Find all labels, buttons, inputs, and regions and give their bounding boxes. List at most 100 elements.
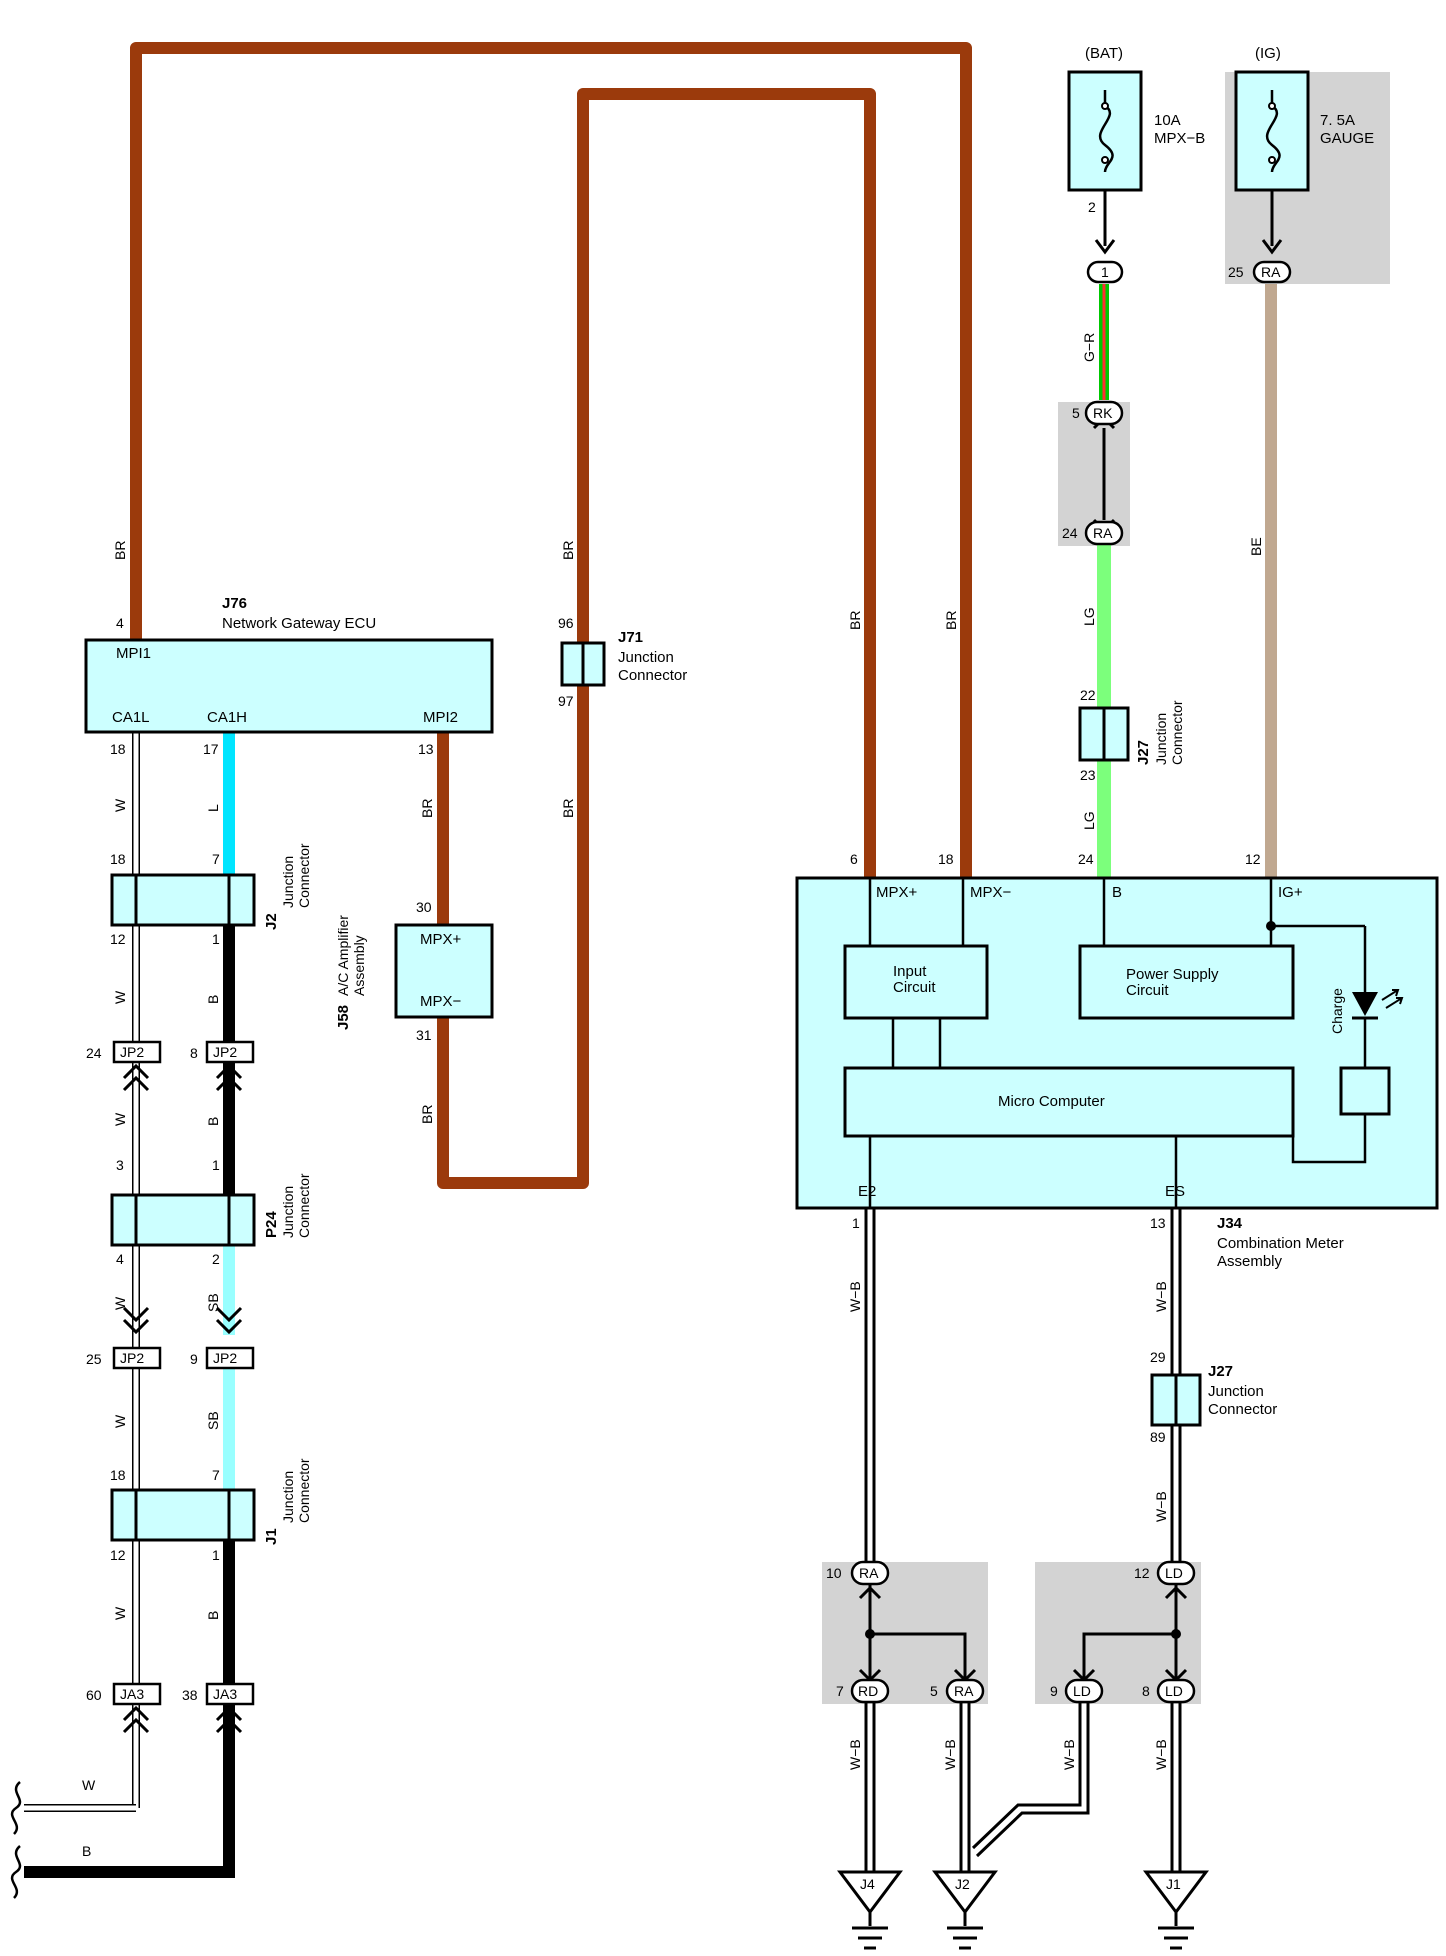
wc-wb-3: W−B (1153, 1491, 1169, 1522)
j76-id: J76 (222, 595, 247, 612)
wc-wb-4: W−B (847, 1739, 863, 1770)
j27b-id: J27 (1208, 1363, 1233, 1380)
j58-ac-amplifier (394, 923, 494, 1019)
wc-b-3: B (205, 1611, 221, 1620)
j34-input-label-1: Input (893, 963, 927, 980)
pin-7-j2: 7 (212, 851, 220, 867)
j71-name2: Connector (618, 667, 687, 684)
wc-l: L (205, 804, 221, 812)
j34-power-label-2: Circuit (1126, 982, 1169, 999)
ground-j2-label: J2 (955, 1876, 970, 1892)
j34-pin-mpxm: MPX− (970, 884, 1012, 901)
pin-24-ra: 24 (1062, 525, 1078, 541)
conn-jp2-a: JP2 (120, 1044, 144, 1060)
bat-fuse-amp: 10A (1154, 112, 1181, 129)
pin-12-j34: 12 (1245, 851, 1261, 867)
p24-name1: Junction (280, 1186, 296, 1238)
conn-ld-2: LD (1073, 1683, 1091, 1699)
bat-fuse-name: MPX−B (1154, 130, 1205, 147)
pin-13-es: 13 (1150, 1215, 1166, 1231)
wc-br-2: BR (560, 541, 576, 560)
j58-pin-mpxm: MPX− (420, 993, 462, 1010)
conn-jp2-d: JP2 (213, 1350, 237, 1366)
pin-10: 10 (826, 1565, 842, 1581)
pin-25-ra: 25 (1228, 264, 1244, 280)
ig-fuse-amp: 7. 5A (1320, 112, 1355, 129)
ground-j2-icon (932, 1870, 998, 1950)
pin-9-ld: 9 (1050, 1683, 1058, 1699)
wc-lg-1: LG (1081, 607, 1097, 626)
j76-pin-mpi1: MPI1 (116, 645, 151, 662)
pin-96: 96 (558, 615, 574, 631)
conn-jp2-c: JP2 (120, 1350, 144, 1366)
wc-lg-2: LG (1081, 811, 1097, 830)
j76-network-gateway-ecu (84, 638, 494, 734)
pin-8-ld: 8 (1142, 1683, 1150, 1699)
j71-name1: Junction (618, 649, 674, 666)
pin-1-e2: 1 (852, 1215, 860, 1231)
pin-97: 97 (558, 693, 574, 709)
bat-source-label: (BAT) (1085, 45, 1123, 62)
wc-br-6: BR (847, 611, 863, 630)
pin-4: 4 (116, 615, 124, 631)
wc-be: BE (1248, 537, 1264, 556)
conn-ra-1: RA (1093, 525, 1113, 541)
connector-pills: 1 RA RK RA JP2 JP2 JP2 JP2 JA3 JA3 RA RD… (112, 260, 1292, 1706)
wc-w-5: W (112, 1414, 128, 1428)
j2-name1: Junction (280, 856, 296, 908)
pin-7-j1: 7 (212, 1467, 220, 1483)
j27a-name2: Connector (1169, 700, 1185, 765)
j76-pin-ca1l: CA1L (112, 709, 150, 726)
pin-18-ca1l: 18 (110, 741, 126, 757)
bat-fuse (1067, 70, 1143, 255)
pin-38: 38 (182, 1687, 198, 1703)
pin-7-rd: 7 (836, 1683, 844, 1699)
pin-18-j34: 18 (938, 851, 954, 867)
pin-5-ra: 5 (930, 1683, 938, 1699)
pin-31: 31 (416, 1027, 432, 1043)
j34-combination-meter (795, 876, 1439, 1210)
wb-wires (864, 1208, 1182, 1872)
pin-1-p24: 1 (212, 1157, 220, 1173)
j34-micro-computer (843, 1066, 1295, 1138)
pin-5-rk: 5 (1072, 405, 1080, 421)
j2-junction-connector (110, 873, 256, 927)
ground-j4-icon (837, 1870, 903, 1950)
pin-23: 23 (1080, 767, 1096, 783)
wc-br-5: BR (419, 1105, 435, 1124)
j1-name2: Connector (296, 1458, 312, 1523)
arrow-markers (122, 415, 1188, 1734)
j34-micro-label: Micro Computer (998, 1093, 1105, 1110)
wc-w-horizontal: W (82, 1777, 96, 1793)
ground-j1-icon (1143, 1870, 1209, 1950)
wc-br-3: BR (560, 799, 576, 818)
p24-id: P24 (263, 1211, 280, 1238)
pin-30: 30 (416, 899, 432, 915)
conn-jp2-b: JP2 (213, 1044, 237, 1060)
wc-gr: G−R (1081, 333, 1097, 362)
conn-rd: RD (858, 1683, 878, 1699)
wc-br-7: BR (943, 611, 959, 630)
j34-pin-igp: IG+ (1278, 884, 1303, 901)
ig-fuse (1234, 70, 1310, 255)
pin-4-p24: 4 (116, 1251, 124, 1267)
wire-color-labels: BR BR BR BR BR BR BR W L W B W B W SB W … (112, 333, 1264, 1770)
j34-pin-e2: E2 (858, 1183, 876, 1200)
pin-18-j2: 18 (110, 851, 126, 867)
j27a-id: J27 (1135, 740, 1152, 765)
p24-junction-connector (110, 1193, 256, 1247)
wc-wb-1: W−B (847, 1281, 863, 1312)
pin-2-p24: 2 (212, 1251, 220, 1267)
conn-ra-ig: RA (1261, 264, 1281, 280)
pin-24-jp2: 24 (86, 1045, 102, 1061)
wc-wb-2: W−B (1153, 1281, 1169, 1312)
pin-13-mpi2: 13 (418, 741, 434, 757)
conn-ja3-b: JA3 (213, 1686, 237, 1702)
conn-1: 1 (1101, 264, 1109, 280)
j34-pin-mpxp: MPX+ (876, 884, 918, 901)
charge-led-icon (1352, 989, 1404, 1020)
j2-name2: Connector (296, 843, 312, 908)
pin-1-j1: 1 (212, 1547, 220, 1563)
pin-25-jp2: 25 (86, 1351, 102, 1367)
wire-break-icon (10, 1781, 22, 1899)
